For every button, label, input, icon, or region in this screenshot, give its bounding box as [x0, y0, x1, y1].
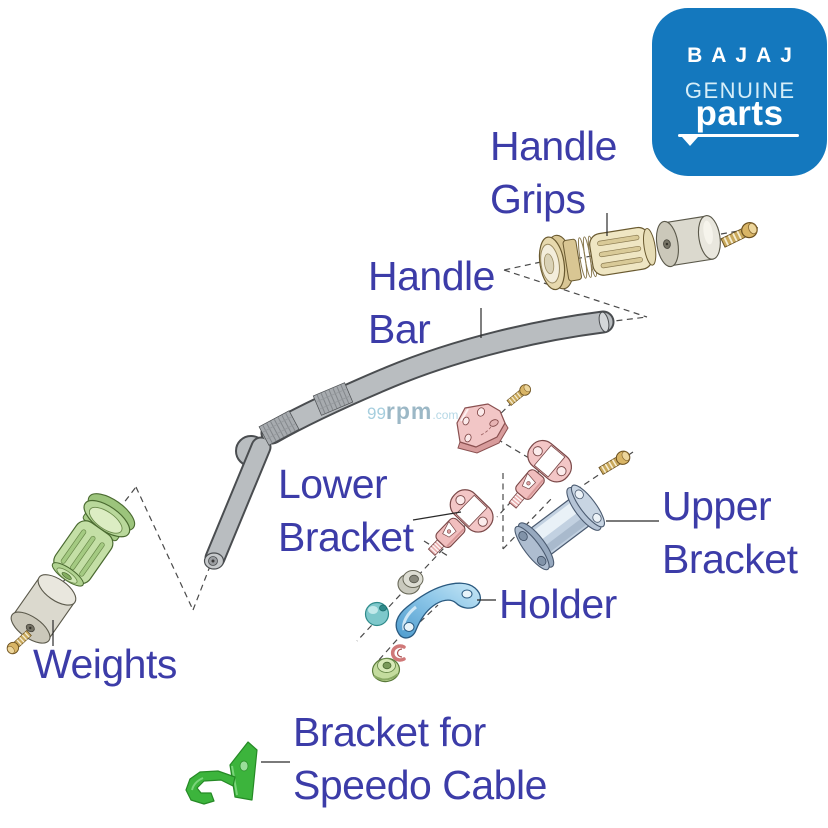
spring-clip-part — [390, 644, 406, 662]
handle-grip-right-part — [538, 215, 721, 291]
bracket-bolt-top-part — [505, 381, 534, 408]
grip-bolt-left-part — [4, 628, 34, 657]
label-speedo-bracket-line1: Bracket for — [293, 709, 486, 755]
bar-end-weight-left-part — [10, 574, 77, 644]
handle-grip-left-part — [10, 493, 136, 644]
logo-parts-text: parts — [695, 94, 784, 133]
watermark-name: rpm — [385, 398, 433, 424]
nut-part — [371, 657, 401, 683]
lower-bracket-clamp-lower-part — [413, 483, 500, 570]
label-speedo-bracket: Bracket for Speedo Cable — [293, 706, 547, 812]
label-lower-bracket-line1: Lower — [278, 461, 388, 507]
logo-brand-text: BAJAJ — [687, 44, 801, 67]
label-lower-bracket-line2: Bracket — [278, 514, 414, 560]
label-holder: Holder — [499, 578, 617, 631]
bracket-bolt-right-part — [596, 447, 634, 478]
label-handle-bar-line1: Handle — [368, 253, 495, 299]
logo-genuine-text: GENUINE — [684, 78, 796, 103]
watermark: 99rpm.com — [367, 398, 458, 425]
label-lower-bracket: Lower Bracket — [278, 458, 414, 564]
label-weights-line1: Weights — [33, 641, 177, 687]
knurl-band-icon — [312, 382, 354, 416]
handle-bar-part — [203, 310, 615, 570]
label-handle-bar-line2: Bar — [368, 306, 431, 352]
label-leader-lines — [52, 213, 659, 763]
watermark-prefix: 99 — [367, 404, 386, 423]
bar-end-weight-right-part — [655, 215, 721, 268]
damper-ball-part — [364, 601, 390, 627]
label-handle-grips-line2: Grips — [490, 176, 586, 222]
flat-bracket-plate-part — [456, 403, 509, 454]
speedo-cable-bracket-part — [185, 741, 258, 805]
label-handle-bar: Handle Bar — [368, 250, 495, 356]
label-handle-grips-line1: Handle — [490, 123, 617, 169]
label-handle-grips: Handle Grips — [490, 120, 617, 226]
label-upper-bracket-line2: Bracket — [662, 536, 798, 582]
label-upper-bracket: Upper Bracket — [662, 480, 798, 586]
label-speedo-bracket-line2: Speedo Cable — [293, 762, 547, 808]
label-weights: Weights — [33, 638, 177, 691]
label-holder-line1: Holder — [499, 581, 617, 627]
washer-part — [397, 570, 424, 595]
label-upper-bracket-line1: Upper — [662, 483, 772, 529]
bajaj-genuine-parts-logo: BAJAJ GENUINE parts — [652, 8, 827, 176]
grip-bolt-right-part — [718, 219, 761, 251]
logo-chevron-down-icon — [682, 137, 698, 146]
logo-underline — [678, 134, 799, 137]
holder-part — [395, 582, 482, 639]
watermark-suffix: .com — [432, 408, 459, 422]
upper-bracket-part — [514, 484, 605, 571]
